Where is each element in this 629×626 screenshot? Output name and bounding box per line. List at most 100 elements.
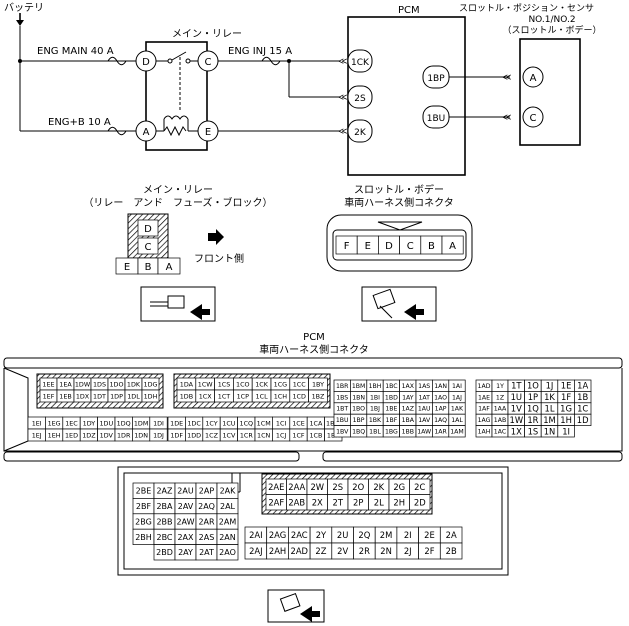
svg-text:2S: 2S	[332, 482, 343, 492]
svg-text:1DV: 1DV	[100, 431, 114, 439]
svg-text:1AQ: 1AQ	[434, 417, 447, 424]
pcm-terminal: 1BT	[333, 402, 351, 415]
svg-text:1CS: 1CS	[218, 380, 231, 388]
pcm-terminal: 1CS	[214, 377, 234, 391]
pcm-terminal: 2X	[306, 494, 328, 511]
pcm-terminal: 1G	[557, 402, 575, 415]
svg-text:2K: 2K	[354, 128, 367, 138]
svg-text:1U: 1U	[511, 392, 522, 402]
svg-text:1AT: 1AT	[418, 394, 430, 401]
pcm-terminal: 1CM	[254, 416, 273, 430]
pcm-terminal: 2BC	[153, 528, 176, 545]
pcm-terminal: 1DE	[167, 416, 186, 430]
pcm-terminal: 1DK	[124, 377, 143, 391]
pcm-terminal: 2T	[327, 494, 349, 511]
svg-text:1CF: 1CF	[292, 431, 305, 439]
pcm-terminal: 1CF	[289, 428, 308, 442]
svg-text:1N: 1N	[544, 426, 556, 436]
pcm-terminal: 2H	[388, 494, 410, 511]
svg-text:1AY: 1AY	[402, 394, 414, 401]
svg-text:1BM: 1BM	[352, 383, 366, 390]
svg-text:1BP: 1BP	[427, 74, 445, 84]
svg-text:1BZ: 1BZ	[312, 392, 325, 400]
svg-text:1A: 1A	[577, 381, 588, 391]
svg-text:1CR: 1CR	[240, 431, 254, 439]
svg-text:1EF: 1EF	[43, 392, 55, 400]
svg-text:1AK: 1AK	[451, 406, 464, 413]
pcm-terminal: 2AF	[265, 494, 287, 511]
pcm-terminal: 1CI	[272, 416, 291, 430]
svg-text:2AR: 2AR	[198, 517, 215, 526]
pcm-terminal: 2AO	[216, 544, 239, 561]
svg-text:1AD: 1AD	[478, 383, 491, 390]
pcm-terminal: 1ED	[62, 428, 81, 442]
svg-text:1AB: 1AB	[494, 417, 506, 424]
svg-text:1EI: 1EI	[32, 419, 42, 427]
pcm-terminal: 2AL	[216, 498, 239, 515]
pcm-title: PCM	[398, 5, 420, 16]
front-side-label: フロント側	[194, 252, 244, 265]
svg-text:D: D	[142, 57, 150, 68]
pcm-terminal: 2BD	[153, 544, 176, 561]
svg-text:2AH: 2AH	[269, 546, 286, 556]
svg-text:2AE: 2AE	[268, 482, 284, 492]
pcm-terminal: 1AC	[491, 425, 509, 438]
pcm-terminal: 1BF	[382, 413, 400, 426]
svg-text:1CQ: 1CQ	[240, 419, 254, 427]
svg-text:2T: 2T	[333, 497, 344, 507]
svg-text:車両ハーネス側コネクタ: 車両ハーネス側コネクタ	[344, 196, 454, 209]
svg-text:2V: 2V	[337, 546, 348, 556]
pcm-terminal: 1AK	[448, 402, 466, 415]
svg-text:2O: 2O	[352, 482, 364, 492]
pcm-terminal: 1CQ	[237, 416, 256, 430]
svg-text:1B: 1B	[577, 392, 588, 402]
pcm-terminal: 1BM	[350, 379, 368, 392]
pcm-terminal: 1CU	[219, 416, 238, 430]
sensor-title-3: （スロットル・ボデー）	[502, 24, 601, 36]
svg-text:1DR: 1DR	[117, 431, 131, 439]
svg-text:スロットル・ボデー: スロットル・ボデー	[354, 183, 444, 196]
pcm-terminal: 1AJ	[448, 391, 466, 404]
pcm-terminal: 1DM	[132, 416, 151, 430]
pcm-terminal: 1AA	[491, 402, 509, 415]
svg-text:1DJ: 1DJ	[153, 431, 164, 439]
svg-text:1AX: 1AX	[402, 383, 415, 390]
svg-text:2AA: 2AA	[288, 482, 305, 492]
pcm-terminal: 1CT	[214, 389, 234, 403]
pcm-terminal: 1O	[524, 379, 542, 392]
svg-text:A: A	[166, 262, 173, 273]
svg-text:1DL: 1DL	[127, 392, 140, 400]
sensor-title-1: スロットル・ポジション・センサ	[459, 3, 594, 14]
svg-text:1CB: 1CB	[309, 431, 322, 439]
svg-text:1CU: 1CU	[222, 419, 236, 427]
pcm-terminal: 1AX	[399, 379, 417, 392]
svg-text:1DP: 1DP	[110, 392, 123, 400]
svg-text:1DG: 1DG	[144, 380, 158, 388]
svg-text:1AU: 1AU	[418, 406, 431, 413]
svg-text:1EA: 1EA	[59, 380, 72, 388]
svg-text:1DN: 1DN	[134, 431, 148, 439]
pcm-terminal: 2AD	[288, 542, 311, 560]
svg-text:1DH: 1DH	[144, 392, 158, 400]
svg-text:A: A	[143, 127, 150, 138]
pcm-terminal: 2AQ	[195, 498, 218, 515]
svg-text:1W: 1W	[509, 415, 523, 425]
main-relay-box	[145, 41, 208, 151]
svg-text:1DK: 1DK	[127, 380, 141, 388]
svg-text:≪: ≪	[502, 73, 511, 83]
svg-text:2BB: 2BB	[156, 517, 172, 526]
svg-text:車両ハーネス側コネクタ: 車両ハーネス側コネクタ	[259, 343, 369, 356]
pcm-terminal: 2R	[353, 542, 376, 560]
pcm-terminal: 2AI	[244, 526, 268, 544]
pcm-terminal: 2C	[409, 478, 431, 495]
svg-text:1DM: 1DM	[134, 419, 149, 427]
svg-text:2Z: 2Z	[315, 546, 326, 556]
svg-text:1AZ: 1AZ	[402, 406, 414, 413]
svg-text:1BJ: 1BJ	[370, 406, 380, 413]
pcm-terminal: 1EJ	[27, 428, 46, 442]
pcm-terminal: 1BQ	[350, 425, 368, 438]
throttle-connector-body	[326, 214, 473, 272]
pcm-terminal: 2F	[418, 542, 441, 560]
pcm-terminal: 1DQ	[114, 416, 133, 430]
